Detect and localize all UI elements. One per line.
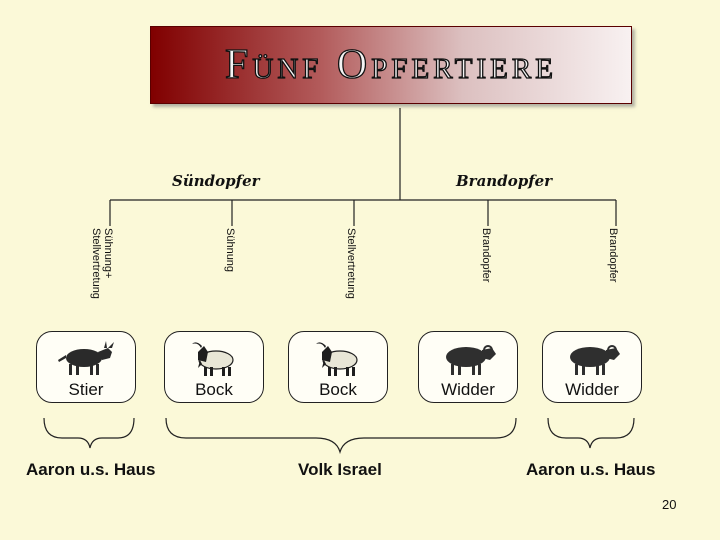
brace-left xyxy=(43,417,135,449)
animal-name-bock-1: Bock xyxy=(195,380,233,399)
brace-middle xyxy=(165,417,517,455)
animal-name-widder-2: Widder xyxy=(565,380,619,399)
ram-icon xyxy=(446,345,496,375)
category-brandopfer: Brandopfer xyxy=(456,172,553,190)
goat-icon xyxy=(192,342,234,376)
purpose-label-3: Stellvertretung xyxy=(345,228,357,299)
animal-card-widder-2: Widder xyxy=(542,331,642,403)
title-banner: Fünf Opfertiere xyxy=(150,26,632,104)
animal-name-widder-1: Widder xyxy=(441,380,495,399)
purpose-label-2: Sühnung xyxy=(224,228,236,273)
animal-card-bock-1: Bock xyxy=(164,331,264,403)
purpose-label-5: Brandopfer xyxy=(607,228,619,283)
purpose-label-4: Brandopfer xyxy=(480,228,492,283)
group-label-aaron-left: Aaron u.s. Haus xyxy=(26,460,156,479)
brace-right xyxy=(547,417,635,449)
page-number: 20 xyxy=(662,497,677,512)
goat-icon xyxy=(316,342,358,376)
ram-icon xyxy=(570,345,620,375)
animal-name-stier: Stier xyxy=(68,380,104,399)
group-label-volk-israel: Volk Israel xyxy=(298,460,382,479)
page-title: Fünf Opfertiere xyxy=(224,41,557,88)
animal-card-stier: Stier xyxy=(36,331,136,403)
category-suendopfer: Sündopfer xyxy=(172,172,260,190)
animal-card-bock-2: Bock xyxy=(288,331,388,403)
bull-icon xyxy=(58,341,114,375)
group-label-aaron-right: Aaron u.s. Haus xyxy=(526,460,656,479)
purpose-label-1: Sühnung+ Stellvertretung xyxy=(90,228,114,299)
animal-name-bock-2: Bock xyxy=(319,380,357,399)
animal-card-widder-1: Widder xyxy=(418,331,518,403)
